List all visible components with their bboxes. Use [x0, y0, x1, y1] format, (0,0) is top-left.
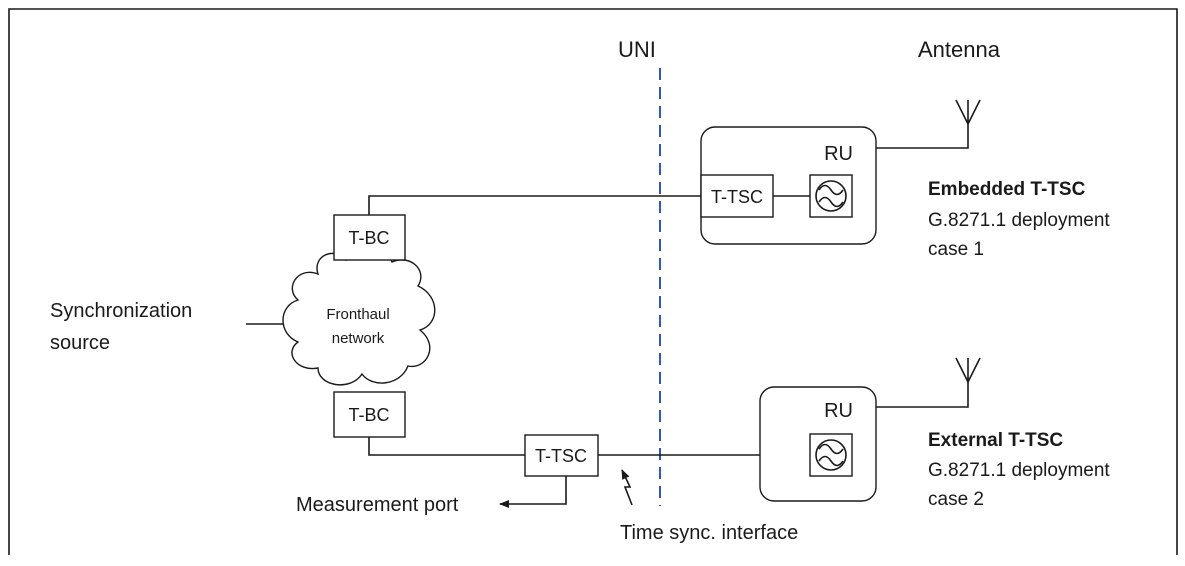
embedded-line3: case 1 — [928, 239, 984, 260]
bottom-fronthaul-link — [368, 437, 525, 456]
time-sync-interface-label: Time sync. interface — [620, 522, 798, 544]
frame-border — [8, 8, 1178, 555]
antenna-top-icon — [955, 99, 981, 125]
ttsc-embedded-label: T-TSC — [711, 187, 763, 207]
top-fronthaul-link — [368, 195, 701, 215]
ru-top-label: RU — [824, 143, 853, 165]
oscillator-bottom-icon — [815, 439, 847, 471]
oscillator-top-icon — [815, 180, 847, 212]
ttsc-external-label: T-TSC — [535, 446, 587, 466]
sync-source-label-line1: Synchronization — [50, 300, 192, 322]
embedded-line2: G.8271.1 deployment — [928, 210, 1110, 231]
antenna-bottom-feed — [876, 382, 969, 408]
time-sync-interface-arrow — [621, 469, 633, 506]
embedded-title: Embedded T-TSC — [928, 179, 1086, 200]
ttsc-embedded-box — [700, 174, 774, 218]
measurement-port-arrow — [499, 476, 567, 508]
tbc-top-label: T-BC — [348, 228, 389, 248]
external-line2: G.8271.1 deployment — [928, 460, 1110, 481]
fronthaul-label-line1: Fronthaul — [326, 306, 389, 323]
external-title: External T-TSC — [928, 430, 1063, 451]
tbc-bottom-label: T-BC — [348, 405, 389, 425]
measurement-port-label: Measurement port — [296, 494, 459, 516]
oscillator-bottom-box — [809, 433, 853, 477]
fronthaul-label-line2: network — [332, 330, 385, 347]
antenna-label: Antenna — [918, 37, 1001, 62]
ru-bottom-label: RU — [824, 400, 853, 422]
external-line3: case 2 — [928, 489, 984, 510]
sync-source-label-line2: source — [50, 332, 110, 354]
uni-label: UNI — [618, 37, 656, 62]
oscillator-top-box — [809, 174, 853, 218]
antenna-top-feed — [876, 124, 969, 149]
antenna-bottom-icon — [955, 357, 981, 383]
tbc-top-box — [333, 214, 406, 261]
